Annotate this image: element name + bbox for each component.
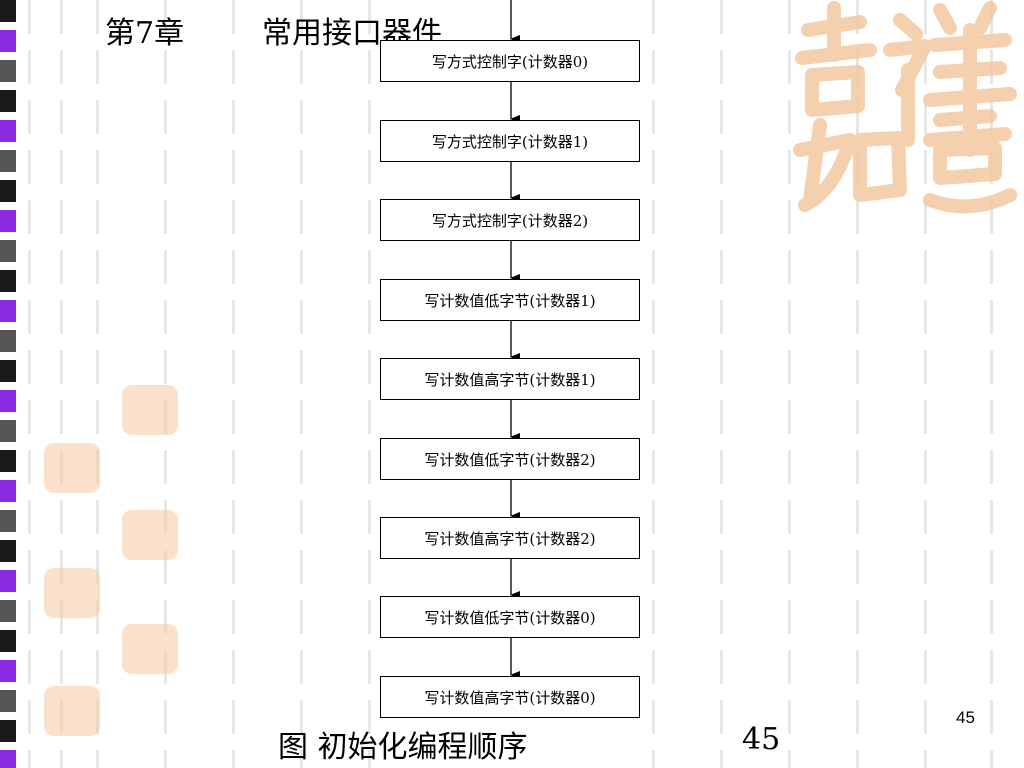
seal-small-decoration	[122, 624, 178, 674]
flow-step-write-low-counter2: 写计数值低字节(计数器2)	[380, 438, 640, 480]
background-line	[652, 0, 655, 768]
seal-large-decoration	[790, 0, 1020, 215]
background-line	[368, 0, 371, 768]
slide-page-number: 45	[956, 708, 975, 727]
background-line	[60, 0, 63, 768]
background-line	[96, 0, 99, 768]
background-line	[720, 0, 723, 768]
background-line	[788, 0, 791, 768]
flow-step-write-mode-counter1: 写方式控制字(计数器1)	[380, 120, 640, 162]
figure-caption-number: 45	[742, 722, 781, 757]
background-line	[300, 0, 303, 768]
flow-step-write-high-counter1: 写计数值高字节(计数器1)	[380, 358, 640, 400]
background-line	[924, 0, 927, 768]
flow-step-write-mode-counter0: 写方式控制字(计数器0)	[380, 40, 640, 82]
flow-step-write-high-counter0: 写计数值高字节(计数器0)	[380, 676, 640, 718]
background-line	[856, 0, 859, 768]
background-line	[232, 0, 235, 768]
background-line	[990, 0, 993, 768]
flow-step-write-low-counter0: 写计数值低字节(计数器0)	[380, 596, 640, 638]
chapter-label: 第7章	[105, 16, 185, 51]
flow-step-write-high-counter2: 写计数值高字节(计数器2)	[380, 517, 640, 559]
seal-small-decoration	[44, 443, 100, 493]
seal-small-decoration	[44, 568, 100, 618]
background-line	[28, 0, 31, 768]
left-decorative-stripe	[0, 0, 16, 768]
seal-small-decoration	[122, 510, 178, 560]
seal-small-decoration	[44, 686, 100, 736]
seal-small-decoration	[122, 385, 178, 435]
flow-step-write-low-counter1: 写计数值低字节(计数器1)	[380, 279, 640, 321]
flow-step-write-mode-counter2: 写方式控制字(计数器2)	[380, 199, 640, 241]
background-line	[164, 0, 167, 768]
figure-caption: 图 初始化编程顺序	[278, 730, 528, 765]
